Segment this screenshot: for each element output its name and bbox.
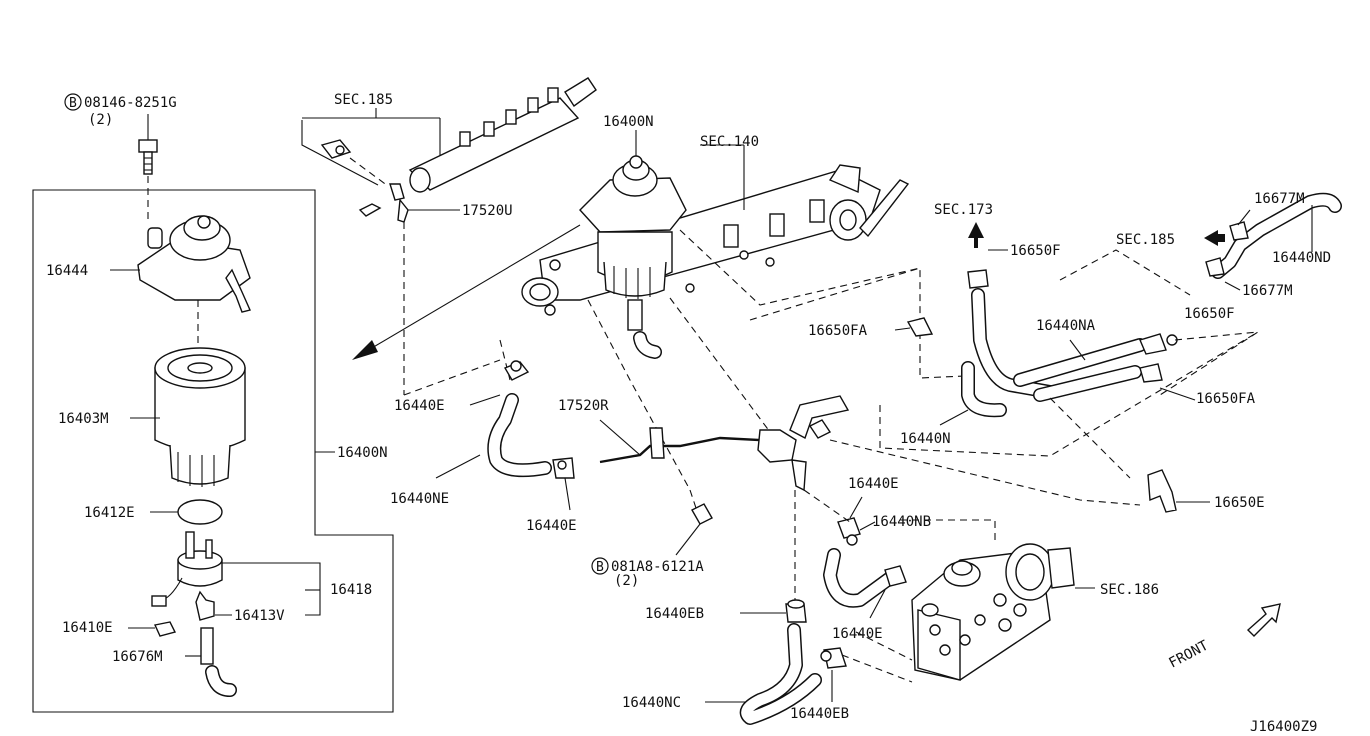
bottom-hoses-group [705, 489, 996, 725]
clamp-icon [503, 360, 530, 381]
injection-pump-icon [911, 543, 1075, 681]
pipe-clip-icon [389, 183, 409, 223]
part-16403m-label: 16403M [58, 411, 109, 427]
part-16418-label: 16418 [330, 582, 372, 598]
part-16444-label: 16444 [46, 263, 88, 279]
clamp-icon [785, 599, 807, 623]
bolt2-ref-label: 081A8-6121A [611, 559, 704, 575]
bolt-icon [138, 139, 158, 175]
sec185-top-label: SEC.185 [334, 92, 393, 108]
filter-box-outline [32, 189, 394, 713]
clamp-icon [967, 269, 989, 289]
part-16410e-label: 16410E [62, 620, 113, 636]
part-16440nb-label: 16440NB [872, 514, 931, 530]
bolt-ref-label: 08146-8251G [84, 95, 177, 111]
part-16677m-bottom-label: 16677M [1242, 283, 1293, 299]
part-17520u-label: 17520U [462, 203, 513, 219]
direction-arrow [359, 224, 581, 356]
part-16400n-top-label: 16400N [603, 114, 654, 130]
part-16440eb-bottom-label: 16440EB [790, 706, 849, 722]
screw-icon [358, 203, 382, 217]
part-16440e-left-label: 16440E [394, 398, 445, 414]
part-16440eb-top-label: 16440EB [645, 606, 704, 622]
sec185-right-label: SEC.185 [1116, 232, 1175, 248]
part-16440ne-label: 16440NE [390, 491, 449, 507]
clamp-icon [1147, 469, 1177, 513]
svg-text:B: B [69, 96, 77, 111]
manifold-icon [521, 164, 910, 316]
arrow-left-icon [1204, 230, 1218, 246]
hose-ne-group [403, 339, 575, 511]
part-16440n-label: 16440N [900, 431, 951, 447]
sec173-label: SEC.173 [934, 202, 993, 218]
bolt-icon [691, 503, 713, 525]
part-16440nd-label: 16440ND [1272, 250, 1331, 266]
part-16650fa-right-label: 16650FA [1196, 391, 1256, 407]
part-16677m-top-label: 16677M [1254, 191, 1305, 207]
part-16440na-label: 16440NA [1036, 318, 1096, 334]
clamp-icon [884, 565, 907, 587]
sensor-icon [151, 531, 223, 621]
filter-head-icon [137, 215, 251, 313]
clamp-icon [820, 647, 847, 669]
sec140-label: SEC.140 [700, 134, 759, 150]
part-16440e-right-label: 16440E [848, 476, 899, 492]
part-16400n-box-label: 16400N [337, 445, 388, 461]
part-17520r-label: 17520R [558, 398, 609, 414]
part-16413v-label: 16413V [234, 608, 285, 624]
clamp-icon [552, 457, 575, 479]
arrow-up-icon [968, 222, 984, 248]
fuel-rail-icon [408, 77, 597, 193]
part-16650e-label: 16650E [1214, 495, 1265, 511]
right-hoses-group [749, 192, 1342, 513]
sec186-label: SEC.186 [1100, 582, 1159, 598]
clamp-icon [906, 317, 934, 337]
bolt2-qty-label: (2) [614, 573, 639, 589]
manifold-group [352, 130, 921, 491]
svg-text:B: B [596, 560, 604, 575]
part-16650fa-left-label: 16650FA [808, 323, 868, 339]
clamp-icon [1205, 221, 1249, 277]
filter-element-icon [154, 347, 246, 487]
clip-icon [153, 621, 177, 637]
front-label: FRONT [1166, 637, 1211, 671]
arrowhead-icon [352, 340, 378, 360]
o-ring-icon [177, 499, 223, 525]
circle-b-icon: B [591, 557, 609, 575]
fuel-pump-icon [579, 155, 687, 359]
clamp-icon [837, 517, 861, 546]
bracket-icon [320, 139, 352, 159]
bolt-qty-label: (2) [88, 112, 113, 128]
part-16412e-label: 16412E [84, 505, 135, 521]
part-16440nc-label: 16440NC [622, 695, 681, 711]
fuel-rail-group [301, 77, 597, 395]
return-line-group [599, 395, 850, 600]
front-arrow-icon [1246, 603, 1281, 637]
filter-assembly-group [32, 114, 394, 713]
part-16650f-right-label: 16650F [1184, 306, 1235, 322]
part-16676m-label: 16676M [112, 649, 163, 665]
part-16650f-top-label: 16650F [1010, 243, 1061, 259]
circle-b-icon: B [64, 93, 82, 111]
part-16440e-bottom-label: 16440E [832, 626, 883, 642]
part-16440e-mid-label: 16440E [526, 518, 577, 534]
diagram-id-label: J16400Z9 [1250, 719, 1317, 735]
short-hose-icon [200, 627, 237, 697]
clamp-icon [1139, 333, 1178, 383]
